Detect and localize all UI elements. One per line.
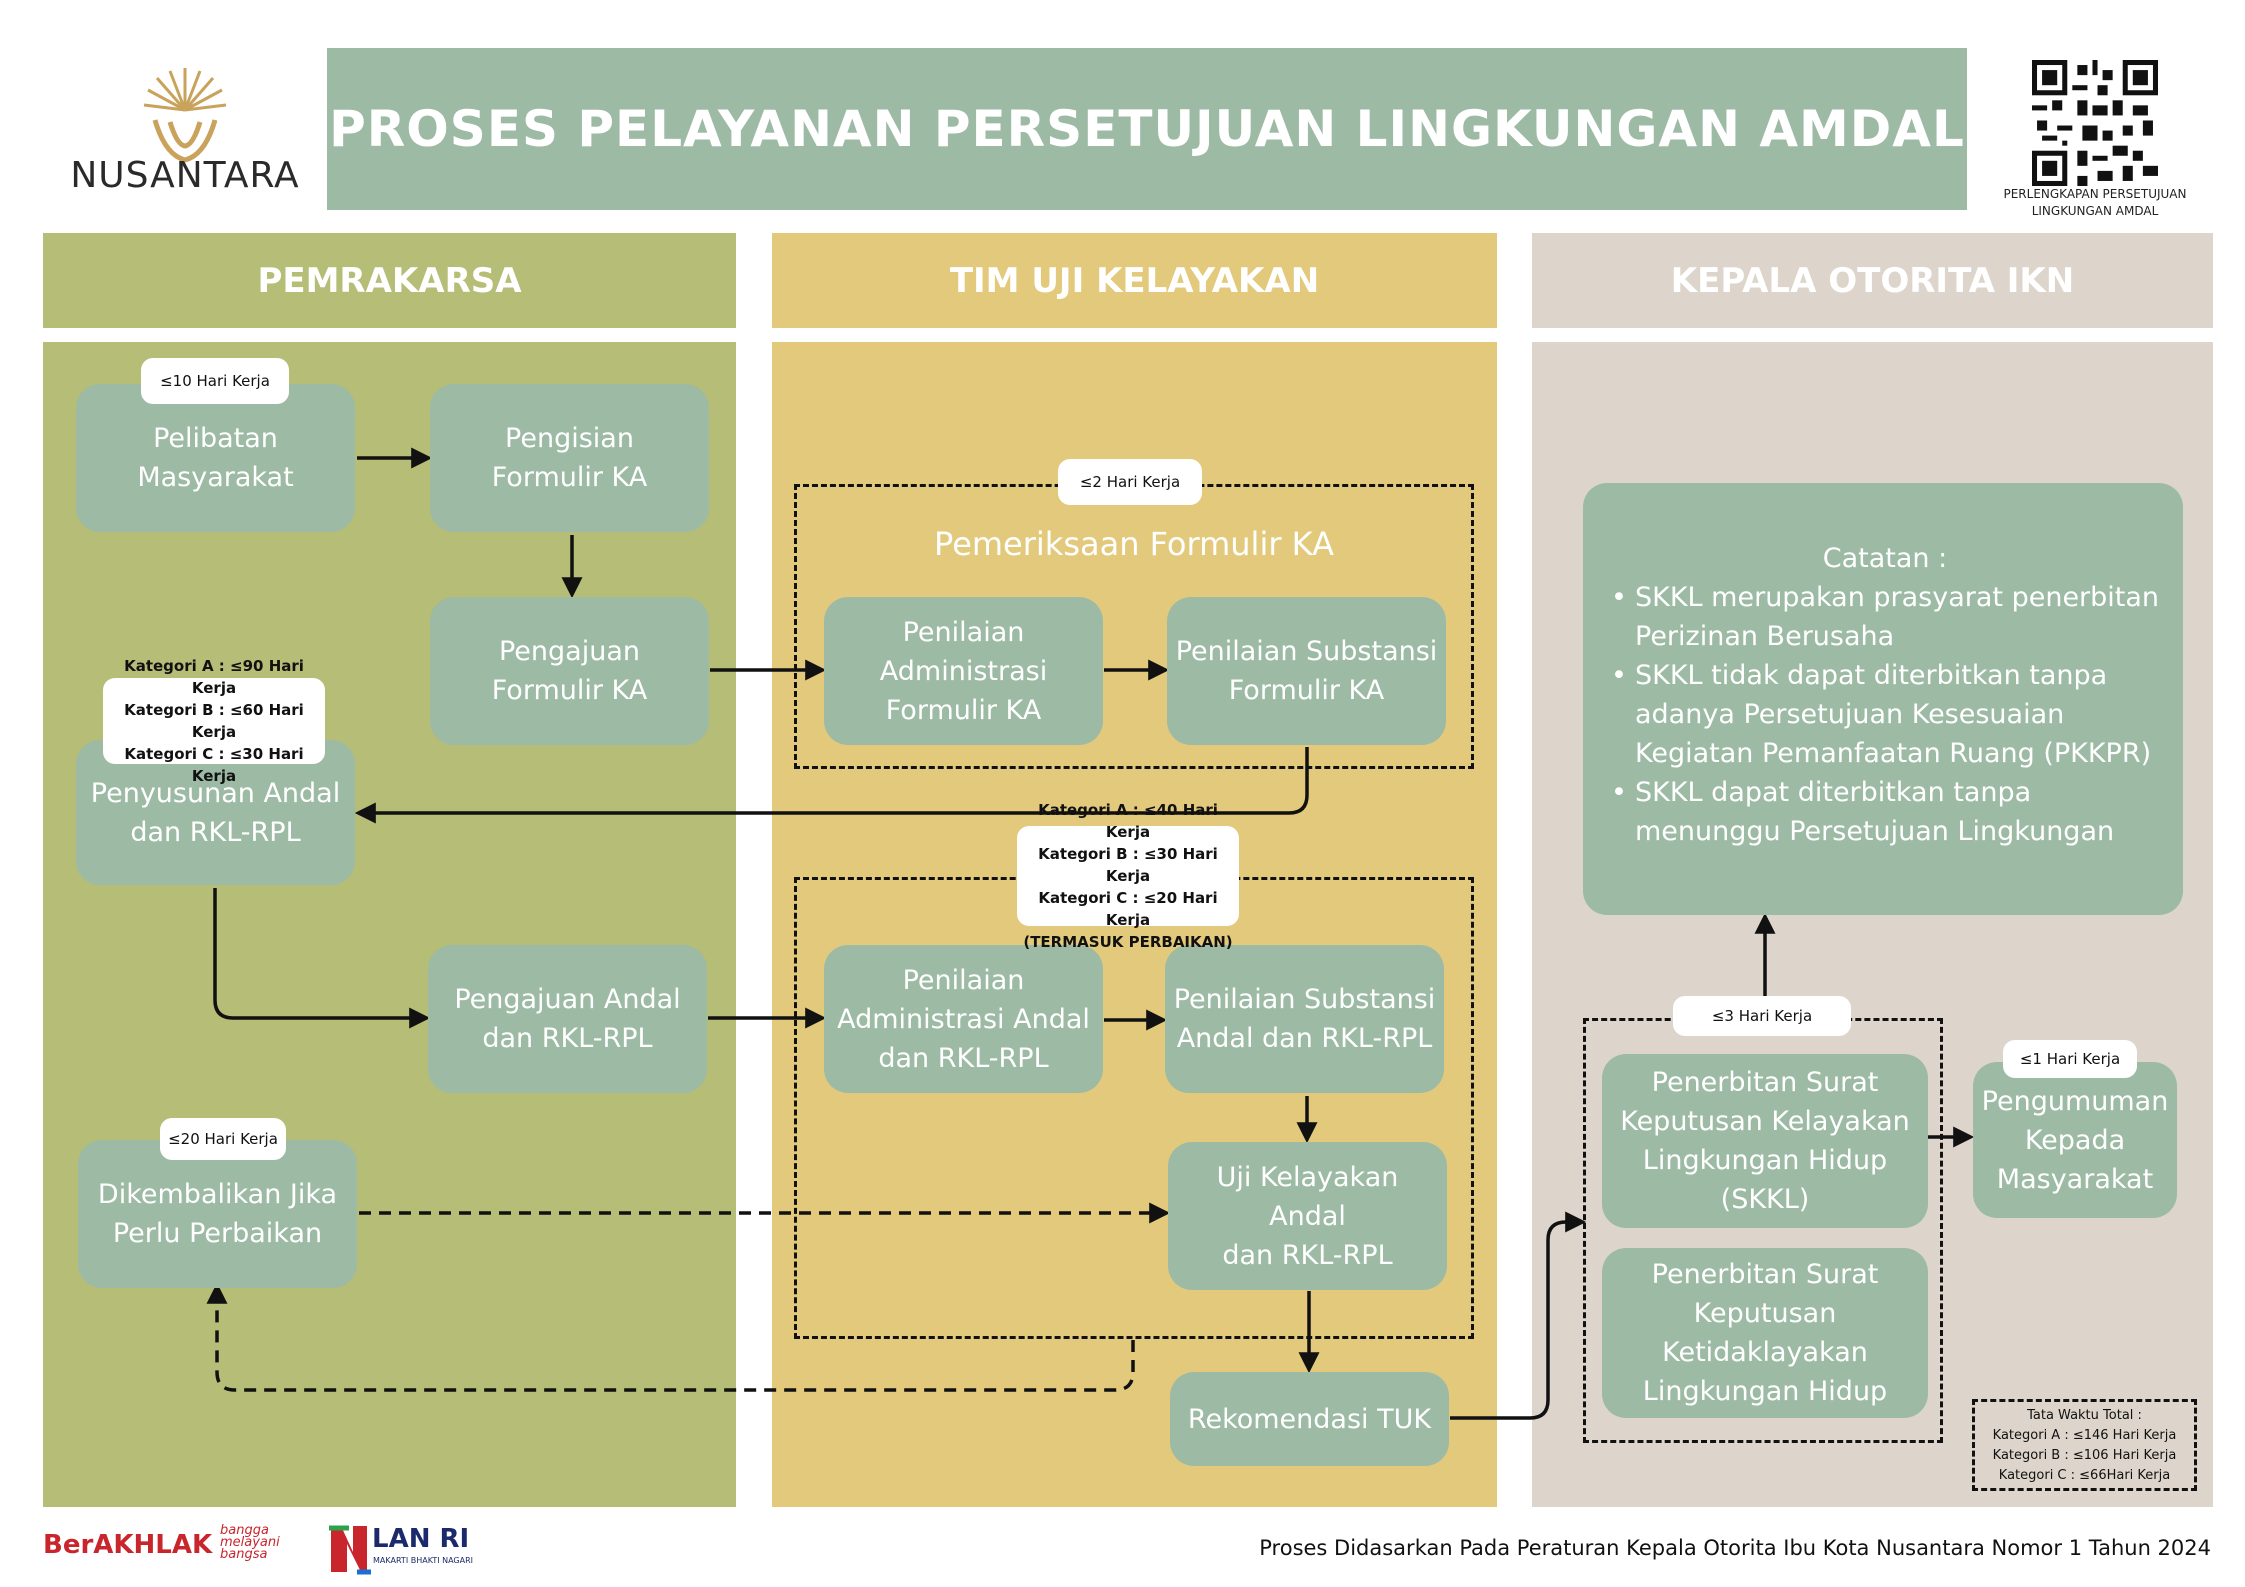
lan-ri-text: LAN RI <box>372 1524 470 1554</box>
box-uji-kelayakan: Uji Kelayakan Andal dan RKL-RPL <box>1168 1142 1447 1290</box>
box-dikembalikan: Dikembalikan Jika Perlu Perbaikan <box>78 1140 357 1288</box>
box-pengisian-formulir-ka: Pengisian Formulir KA <box>430 384 709 532</box>
box-penerbitan-ketidaklayakan: Penerbitan Surat Keputusan Ketidaklayaka… <box>1602 1248 1928 1418</box>
tag-pelibatan-duration: ≤10 Hari Kerja <box>141 358 289 404</box>
box-penilaian-substansi-andal: Penilaian Substansi Andal dan RKL-RPL <box>1165 945 1444 1093</box>
box-penilaian-administrasi-ka: Penilaian Administrasi Formulir KA <box>824 597 1103 745</box>
note-item: SKKL merupakan prasyarat penerbitan Peri… <box>1605 578 2165 656</box>
box-pengumuman: Pengumuman Kepada Masyarakat <box>1973 1062 2177 1218</box>
note-item: SKKL tidak dapat diterbitkan tanpa adany… <box>1605 656 2165 773</box>
tag-penerbitan-duration: ≤3 Hari Kerja <box>1673 996 1851 1036</box>
qr-code-icon[interactable] <box>2032 60 2158 186</box>
box-rekomendasi-tuk: Rekomendasi TUK <box>1170 1372 1449 1466</box>
box-pelibatan-masyarakat: Pelibatan Masyarakat <box>76 384 355 532</box>
footer-regulation-text: Proses Didasarkan Pada Peraturan Kepala … <box>1259 1536 2211 1560</box>
logo-text: NUSANTARA <box>70 155 300 196</box>
box-pengajuan-andal: Pengajuan Andal dan RKL-RPL <box>428 945 707 1093</box>
lan-ri-logo-icon <box>329 1525 371 1575</box>
lan-ri-subtitle: MAKARTI BHAKTI NAGARI <box>373 1556 474 1565</box>
box-penyusunan-andal: Penyusunan Andal dan RKL-RPL <box>76 740 355 885</box>
note-item: SKKL dapat diterbitkan tanpa menunggu Pe… <box>1605 773 2165 851</box>
group-title-pemeriksaan-ka: Pemeriksaan Formulir KA <box>934 525 1334 563</box>
tag-pengumuman-duration: ≤1 Hari Kerja <box>2003 1040 2137 1078</box>
berakhlak-tagline: bangga melayani bangsa <box>220 1523 280 1562</box>
notes-box: Catatan : SKKL merupakan prasyarat pener… <box>1583 483 2183 915</box>
column-header-kepala-otorita: KEPALA OTORITA IKN <box>1532 233 2213 328</box>
notes-list: SKKL merupakan prasyarat penerbitan Peri… <box>1605 578 2165 851</box>
berakhlak-logo: BerAKHLAK <box>43 1530 213 1560</box>
page-title: PROSES PELAYANAN PERSETUJUAN LINGKUNGAN … <box>329 100 1965 158</box>
column-header-pemrakarsa: PEMRAKARSA <box>43 233 736 328</box>
tag-pemeriksaan-duration: ≤2 Hari Kerja <box>1058 459 1202 505</box>
tag-dikembalikan-duration: ≤20 Hari Kerja <box>160 1118 286 1160</box>
total-time-box: Tata Waktu Total : Kategori A : ≤146 Har… <box>1972 1399 2197 1491</box>
box-penerbitan-skkl: Penerbitan Surat Keputusan Kelayakan Lin… <box>1602 1054 1928 1228</box>
tag-penilaian-andal-duration: Kategori A : ≤40 Hari Kerja Kategori B :… <box>1017 801 1239 951</box>
page-title-bar: PROSES PELAYANAN PERSETUJUAN LINGKUNGAN … <box>327 48 1967 210</box>
tag-penyusunan-duration: Kategori A : ≤90 Hari Kerja Kategori B :… <box>103 657 325 785</box>
box-penilaian-substansi-ka: Penilaian Substansi Formulir KA <box>1167 597 1446 745</box>
column-header-tim-uji: TIM UJI KELAYAKAN <box>772 233 1497 328</box>
notes-title: Catatan : <box>1822 543 1948 574</box>
nusantara-logo-icon <box>143 68 227 163</box>
box-pengajuan-formulir-ka: Pengajuan Formulir KA <box>430 597 709 745</box>
qr-caption: PERLENGKAPAN PERSETUJUAN LINGKUNGAN AMDA… <box>2003 187 2187 218</box>
box-penilaian-administrasi-andal: Penilaian Administrasi Andal dan RKL-RPL <box>824 945 1103 1093</box>
